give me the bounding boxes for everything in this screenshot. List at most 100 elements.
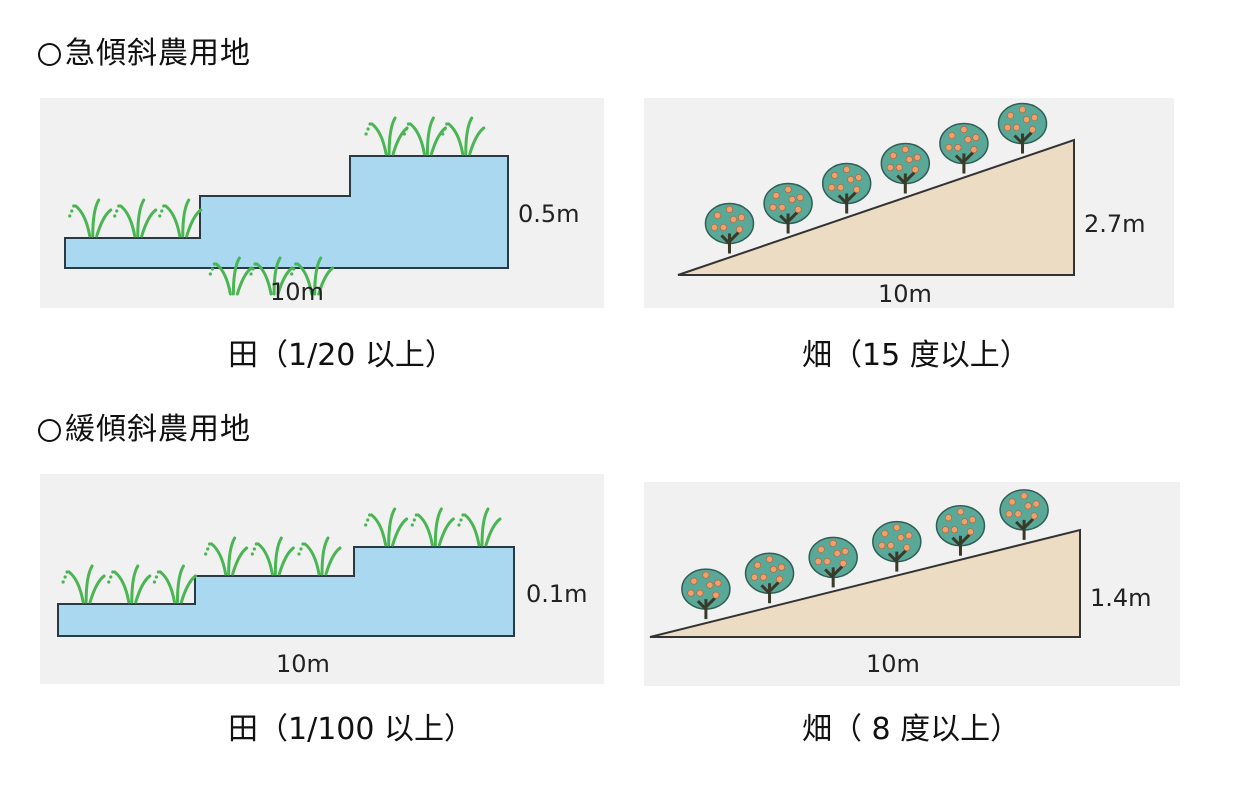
fruit xyxy=(1033,501,1039,507)
rice-grain xyxy=(117,204,120,207)
fruit xyxy=(697,590,703,596)
fruit xyxy=(714,212,720,218)
rice-grain xyxy=(249,272,252,275)
rice-grain xyxy=(253,262,256,265)
rice-grain xyxy=(160,209,163,212)
rice-grain xyxy=(368,122,371,125)
fruit xyxy=(1015,511,1021,517)
rice-grain xyxy=(366,127,369,130)
fruit xyxy=(779,204,785,210)
rice-grain xyxy=(157,570,160,573)
fruit xyxy=(720,224,726,230)
fruit xyxy=(795,206,801,212)
fruit xyxy=(957,509,963,515)
fruit xyxy=(847,176,853,182)
fruit xyxy=(951,527,957,533)
rice-grain xyxy=(68,214,71,217)
fruit xyxy=(715,580,721,586)
rice-grain xyxy=(292,267,295,270)
rice-grain xyxy=(66,570,69,573)
height-label: 1.4m xyxy=(1090,584,1152,612)
fruit xyxy=(961,519,967,525)
fruit xyxy=(824,558,830,564)
section-title: 緩傾斜農用地 xyxy=(65,412,251,447)
rice-grain xyxy=(405,127,408,130)
fruit xyxy=(904,544,910,550)
fruit xyxy=(955,144,961,150)
rice-grain xyxy=(213,262,216,265)
fruit xyxy=(842,548,848,554)
rice-grain xyxy=(364,523,367,526)
rice-grain xyxy=(297,552,300,555)
fruit xyxy=(969,517,975,523)
fruit xyxy=(945,515,951,521)
fruit xyxy=(831,172,837,178)
fruit xyxy=(736,226,742,232)
fruit xyxy=(882,530,888,536)
fruit xyxy=(770,204,776,210)
fruit xyxy=(1009,499,1015,505)
circle-bullet-icon xyxy=(38,419,61,442)
fruit xyxy=(830,540,836,546)
height-label: 2.7m xyxy=(1084,210,1146,238)
fruit xyxy=(754,562,760,568)
circle-bullet-icon xyxy=(38,43,61,66)
height-label: 0.1m xyxy=(526,580,588,608)
fruit xyxy=(843,166,849,172)
rice-grain xyxy=(158,214,161,217)
fruit xyxy=(778,564,784,570)
fruit xyxy=(912,166,918,172)
fruit xyxy=(688,590,694,596)
fruit xyxy=(738,214,744,220)
fruit xyxy=(1006,511,1012,517)
rice-grain xyxy=(155,575,158,578)
rice-grain xyxy=(253,547,256,550)
fruit xyxy=(894,524,900,530)
rice-grain xyxy=(113,214,116,217)
rice-grain xyxy=(72,204,75,207)
fruit xyxy=(1013,124,1019,130)
rice-caption: 田（1/20 以上） xyxy=(228,338,455,374)
fruit xyxy=(967,529,973,535)
fruit xyxy=(1021,493,1027,499)
rice-grain xyxy=(115,209,118,212)
fruit xyxy=(890,152,896,158)
fruit xyxy=(837,184,843,190)
fruit xyxy=(818,546,824,552)
fruit xyxy=(914,154,920,160)
rice-grain xyxy=(443,127,446,130)
fruit xyxy=(1031,114,1037,120)
rice-grain xyxy=(209,272,212,275)
section-heading-gentle: 緩傾斜農用地 xyxy=(38,412,251,448)
fruit xyxy=(942,527,948,533)
rice-grain xyxy=(251,267,254,270)
fruit xyxy=(828,184,834,190)
fruit xyxy=(949,132,955,138)
rice-grain xyxy=(251,552,254,555)
fruit xyxy=(1007,112,1013,118)
fruit xyxy=(785,186,791,192)
fruit xyxy=(751,574,757,580)
fruit xyxy=(770,566,776,572)
rice-grain xyxy=(415,513,418,516)
fruit xyxy=(898,534,904,540)
rice-grain xyxy=(62,580,65,583)
rice-grain xyxy=(211,267,214,270)
fruit xyxy=(1025,503,1031,509)
rice-grain xyxy=(111,570,114,573)
rice-grain xyxy=(107,580,110,583)
fruit xyxy=(1004,124,1010,130)
section-title: 急傾斜農用地 xyxy=(65,36,251,71)
rice-grain xyxy=(413,518,416,521)
rice-grain xyxy=(368,513,371,516)
fruit xyxy=(773,192,779,198)
rice-grain xyxy=(459,518,462,521)
fruit xyxy=(973,134,979,140)
rice-grain xyxy=(445,122,448,125)
rice-grain xyxy=(153,580,156,583)
rice-grain xyxy=(364,132,367,135)
fruit xyxy=(906,156,912,162)
rice-grain xyxy=(441,132,444,135)
field-slope-diagram-gentle: 1.4m 10m xyxy=(644,482,1180,686)
fruit xyxy=(766,556,772,562)
